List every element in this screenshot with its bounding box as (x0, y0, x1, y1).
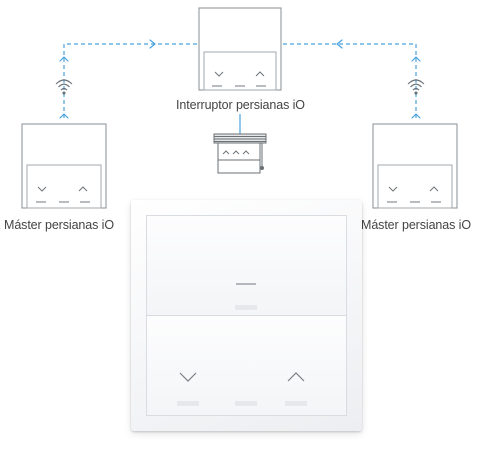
right-device-label: Máster persianas iO (361, 218, 471, 232)
indicator-led (431, 201, 441, 203)
indicator-led (212, 85, 222, 87)
chevron-down-icon (37, 186, 47, 192)
chevron-arrow-icon (59, 56, 69, 62)
indicator-led (387, 201, 397, 203)
down-led (177, 401, 199, 406)
center-device-label: Interruptor persianas iO (176, 98, 305, 112)
switch-face (146, 215, 347, 416)
chevron-up-icon (287, 372, 305, 382)
indicator-led (80, 201, 90, 203)
chevron-down-icon (388, 186, 398, 192)
chevron-arrow-icon (411, 113, 421, 119)
left-device (21, 123, 107, 209)
indicator-led (235, 85, 245, 87)
chevron-down-icon (214, 71, 224, 77)
center-device (198, 7, 282, 91)
middle-led (235, 401, 257, 406)
stop-key[interactable] (147, 216, 346, 316)
chevron-down-icon (179, 372, 197, 382)
chevron-up-icon (255, 71, 265, 77)
dash-icon (236, 283, 256, 285)
chevron-arrow-icon (149, 39, 156, 49)
chevron-up-icon (222, 150, 230, 155)
stop-led (235, 305, 257, 310)
left-device-label: Máster persianas iO (4, 218, 114, 232)
chevron-up-icon (242, 150, 250, 155)
up-down-key[interactable] (147, 316, 346, 415)
chevron-up-icon (232, 150, 240, 155)
chevron-up-icon (78, 186, 88, 192)
chevron-arrow-icon (59, 113, 69, 119)
chevron-arrow-icon (411, 56, 421, 62)
right-device (372, 123, 458, 209)
wifi-signal-icon (55, 79, 73, 95)
chevron-arrow-icon (336, 39, 343, 49)
chevron-up-icon (429, 186, 439, 192)
indicator-led (256, 85, 266, 87)
indicator-led (59, 201, 69, 203)
indicator-led (410, 201, 420, 203)
wifi-signal-icon (407, 79, 425, 95)
switch-panel (131, 200, 362, 431)
indicator-led (36, 201, 46, 203)
up-led (285, 401, 307, 406)
roller-blind-icon (213, 133, 267, 174)
